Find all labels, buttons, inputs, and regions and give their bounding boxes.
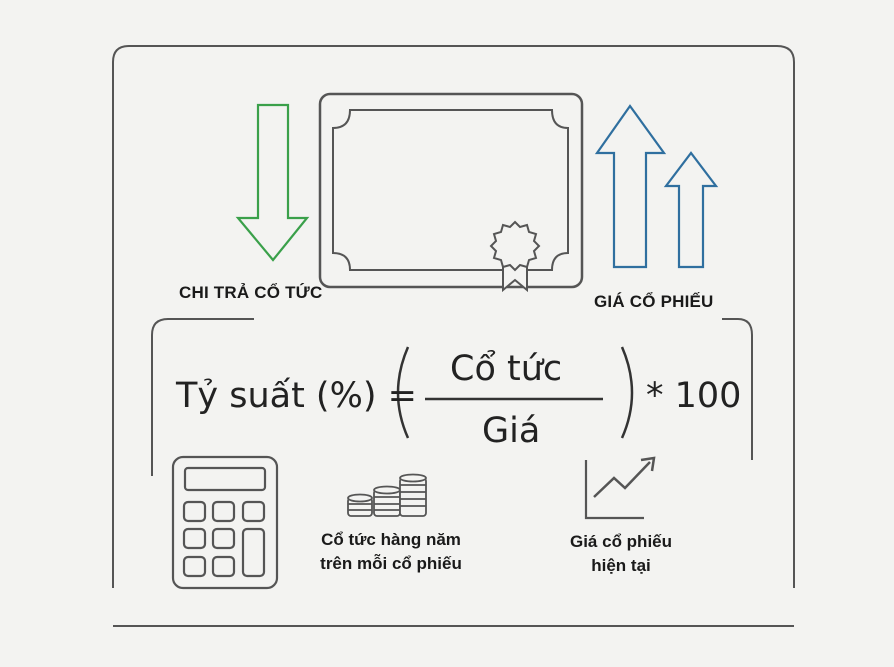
current-price-label: Giá cổ phiếu hiện tại (553, 530, 689, 578)
stock-price-label: GIÁ CỔ PHIẾU (594, 292, 714, 311)
calculator-icon (171, 455, 279, 590)
formula-denominator: Giá (482, 411, 541, 451)
formula-multiplier: * 100 (646, 376, 742, 416)
current-price-line-2: hiện tại (591, 556, 651, 575)
formula-right-paren (620, 346, 634, 439)
formula-numerator: Cổ tức (450, 349, 563, 389)
annual-dividend-line-1: Cổ tức hàng năm (321, 530, 461, 549)
outer-frame (112, 45, 795, 588)
current-price-line-1: Giá cổ phiếu (569, 532, 673, 551)
coin-stacks-icon (347, 473, 427, 517)
annual-dividend-label: Cổ tức hàng năm trên mỗi cổ phiếu (305, 528, 477, 576)
annual-dividend-line-2: trên mỗi cổ phiếu (320, 554, 462, 573)
right-bracket-line (722, 318, 753, 460)
certificate-icon (318, 92, 584, 293)
down-arrow-icon (235, 103, 310, 262)
left-bracket-line (151, 318, 254, 476)
formula-left-paren (396, 346, 410, 439)
up-arrows-icon (594, 104, 719, 269)
formula-lhs: Tỷ suất (%) = (176, 376, 417, 416)
dividend-payout-label: CHI TRẢ CỔ TỨC (179, 283, 323, 302)
rising-chart-icon (584, 456, 656, 520)
